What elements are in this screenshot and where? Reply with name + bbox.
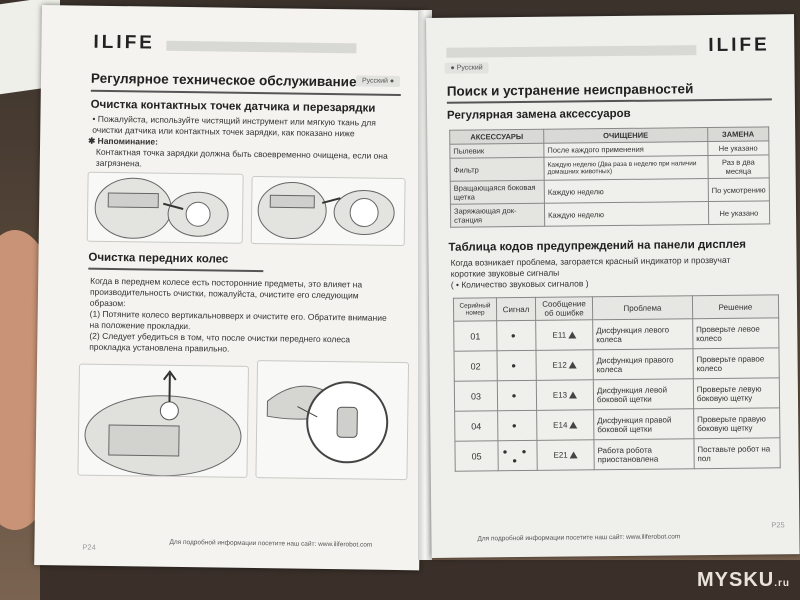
section1-note: Контактная точка зарядки должна быть сво…	[96, 147, 388, 173]
cell: ●	[496, 350, 537, 381]
errors-heading: Таблица кодов предупреждений на панели д…	[448, 238, 746, 254]
error-code: E11	[552, 330, 567, 340]
section2-underline	[88, 267, 264, 273]
errors-intro-line: ( • Количество звуковых сигналов )	[450, 278, 589, 290]
cell: Пылевик	[449, 143, 544, 159]
cell: E12	[535, 349, 594, 381]
table-row: Вращающаяся боковая щетка Каждую неделю …	[450, 177, 770, 205]
table-row: Заряжающая док-станция Каждую неделю Не …	[450, 200, 770, 228]
col-accessories: АКСЕССУАРЫ	[449, 129, 544, 145]
cell: Дисфункция левого колеса	[592, 318, 693, 350]
warning-icon	[568, 331, 577, 339]
cell: Дисфункция правого колеса	[592, 348, 694, 380]
left-title-underline	[90, 89, 401, 97]
cell: Дисфункция левой боковой щетки	[593, 378, 694, 410]
cell: Каждую неделю	[544, 201, 709, 227]
illustration-front-wheel-removal	[77, 363, 249, 478]
cell: Дисфункция правой боковой щетки	[593, 408, 694, 440]
cell: Проверьте левое колесо	[692, 317, 779, 349]
left-page: ILIFE Русский ● Регулярное техническое о…	[34, 5, 427, 571]
table-row: 05 ● ● ● E21 Работа робота приостановлен…	[454, 437, 781, 472]
section1-heading: Очистка контактных точек датчика и перез…	[90, 98, 376, 115]
watermark: MYSKU.ru	[697, 569, 790, 592]
error-code: E13	[552, 390, 568, 400]
right-lang-tag: ● Русский	[444, 62, 489, 74]
col-serial: Серийный номер	[453, 297, 497, 322]
section2-heading: Очистка передних колес	[88, 251, 229, 266]
warning-icon	[569, 451, 578, 459]
right-page-number: P25	[771, 520, 785, 530]
cell: Работа робота приостановлена	[593, 438, 695, 470]
cell: ●	[497, 380, 537, 411]
errors-intro: Когда возникает проблема, загорается кра…	[451, 255, 731, 291]
cell: ● ● ●	[497, 440, 538, 471]
col-problem: Проблема	[592, 295, 693, 320]
cell: Фильтр	[449, 157, 545, 182]
errors-table: Серийный номер Сигнал Сообщение об ошибк…	[453, 294, 781, 472]
right-logo: ILIFE	[708, 34, 770, 57]
watermark-suffix: .ru	[774, 578, 790, 589]
right-footer: Для подробной информации посетите наш са…	[477, 533, 681, 543]
cell: Заряжающая док-станция	[450, 203, 545, 228]
col-error-message: Сообщение об ошибке	[535, 296, 593, 321]
right-page: ILIFE ● Русский Поиск и устранение неисп…	[426, 14, 800, 558]
cell: ●	[496, 320, 536, 351]
cell: Проверьте левую боковую щетку	[693, 377, 780, 409]
illustration-charging-contacts	[250, 175, 406, 247]
cell: 01	[453, 320, 497, 352]
accessories-heading: Регулярная замена аксессуаров	[446, 107, 631, 122]
illustration-front-wheel-closeup	[255, 360, 410, 481]
table-row: 02 ● E12 Дисфункция правого колеса Прове…	[453, 347, 780, 382]
watermark-main: MYSKU	[696, 569, 775, 591]
warning-icon	[569, 391, 578, 399]
warning-icon	[569, 421, 578, 429]
cell: Проверьте правую боковую щетку	[693, 407, 780, 439]
col-replacement: ЗАМЕНА	[707, 126, 769, 142]
cell: Каждую неделю	[544, 178, 709, 204]
cell: По усмотрению	[707, 177, 770, 202]
left-footer: Для подробной информации посетите наш са…	[169, 538, 373, 549]
warning-icon	[568, 361, 577, 369]
illustration-sensor-cleaning	[86, 171, 244, 244]
cell: 02	[453, 350, 498, 382]
cell: 05	[454, 440, 499, 472]
left-lang-tag: Русский ●	[355, 75, 401, 88]
left-logo: ILIFE	[93, 31, 156, 54]
cell: E14	[536, 409, 594, 441]
cell: E11	[535, 319, 593, 351]
left-page-title: Регулярное техническое обслуживание	[90, 70, 357, 90]
error-code: E21	[553, 450, 568, 460]
table-row: 04 ● E14 Дисфункция правой боковой щетки…	[454, 407, 780, 442]
left-header-bar	[166, 40, 357, 54]
cell: ●	[497, 410, 537, 441]
cell: Поставьте робот на пол	[693, 437, 781, 469]
cell: E21	[536, 439, 595, 471]
cell: 04	[454, 410, 498, 442]
col-signal: Сигнал	[496, 297, 536, 321]
table-row: 01 ● E11 Дисфункция левого колеса Провер…	[453, 317, 779, 352]
right-title-underline	[446, 98, 772, 104]
col-solution: Решение	[692, 294, 779, 319]
cell: Вращающаяся боковая щетка	[450, 180, 545, 205]
left-page-number: P24	[82, 542, 96, 552]
cell: E13	[536, 379, 594, 411]
error-code: E14	[553, 420, 568, 430]
cell: Раз в два месяца	[707, 154, 770, 179]
errors-header-row: Серийный номер Сигнал Сообщение об ошибк…	[453, 294, 779, 322]
cell: Проверьте правое колесо	[692, 347, 780, 379]
right-header-bar	[446, 45, 697, 58]
section2-body: Когда в переднем колесе есть посторонние…	[89, 276, 387, 357]
table-row: Фильтр Каждую неделю (Два раза в неделю …	[449, 154, 770, 182]
table-row: 03 ● E13 Дисфункция левой боковой щетки …	[454, 377, 780, 412]
accessories-table: АКСЕССУАРЫ ОЧИЩЕНИЕ ЗАМЕНА Пылевик После…	[449, 126, 770, 228]
cell: Каждую неделю (Два раза в неделю при нал…	[543, 155, 708, 181]
cell: 03	[454, 380, 498, 412]
cell: Не указано	[708, 200, 770, 225]
right-page-title: Поиск и устранение неисправностей	[446, 81, 694, 99]
cell: Не указано	[707, 140, 769, 156]
error-code: E12	[552, 360, 567, 370]
